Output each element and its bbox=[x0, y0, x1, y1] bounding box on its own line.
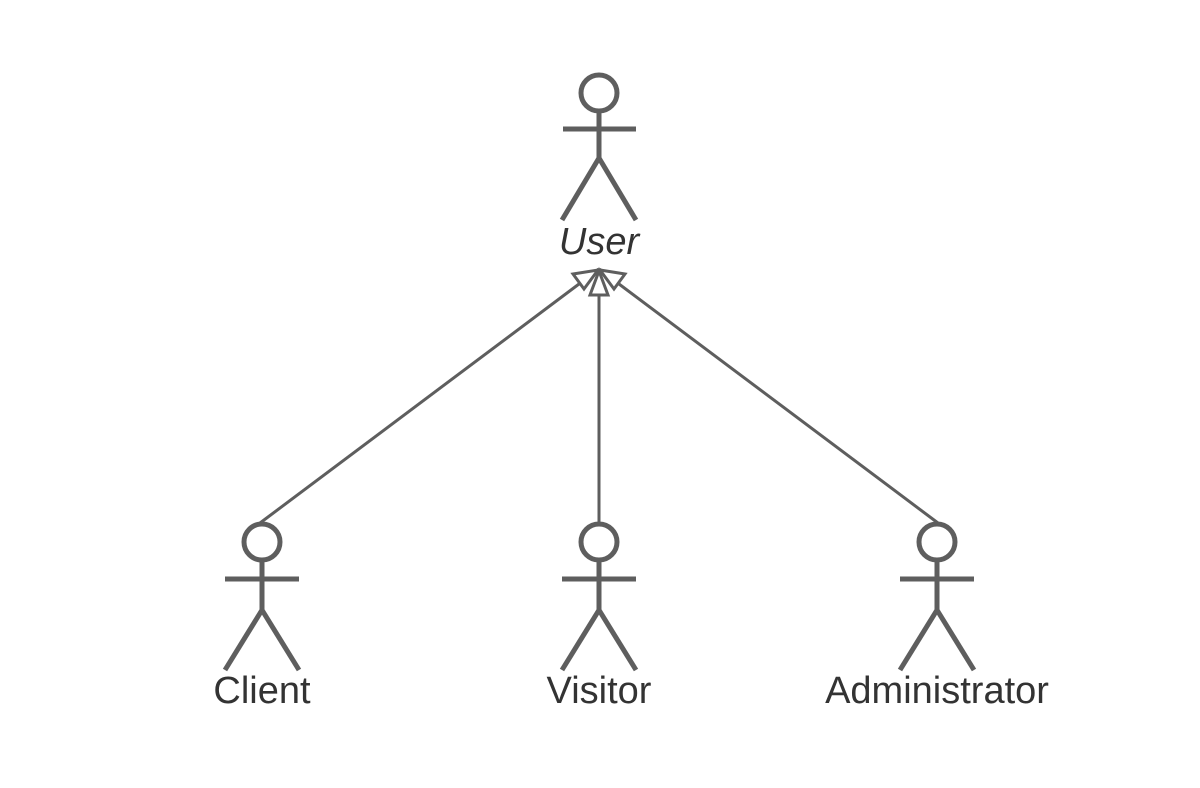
actor-visitor[interactable]: Visitor bbox=[547, 521, 652, 712]
actor-label-client: Client bbox=[213, 670, 311, 712]
generalization-line bbox=[259, 279, 584, 525]
stick-figure-icon bbox=[559, 521, 639, 672]
generalization-arrowhead bbox=[596, 267, 628, 292]
generalization-administrator-user[interactable] bbox=[596, 267, 939, 525]
generalization-arrowhead bbox=[570, 267, 602, 292]
actor-administrator[interactable]: Administrator bbox=[825, 521, 1049, 712]
actor-client[interactable]: Client bbox=[213, 521, 311, 712]
generalization-arrowhead bbox=[587, 266, 611, 297]
actor-label-user: User bbox=[559, 221, 641, 263]
stick-figure-icon bbox=[559, 72, 639, 222]
actor-user[interactable]: User bbox=[559, 72, 641, 263]
stick-figure-icon bbox=[222, 521, 302, 672]
generalization-line bbox=[614, 279, 939, 525]
actor-label-visitor: Visitor bbox=[547, 670, 652, 712]
stick-figure-icon bbox=[897, 521, 977, 672]
generalization-visitor-user[interactable] bbox=[587, 266, 611, 523]
actor-label-administrator: Administrator bbox=[825, 670, 1049, 712]
generalization-client-user[interactable] bbox=[259, 267, 602, 525]
